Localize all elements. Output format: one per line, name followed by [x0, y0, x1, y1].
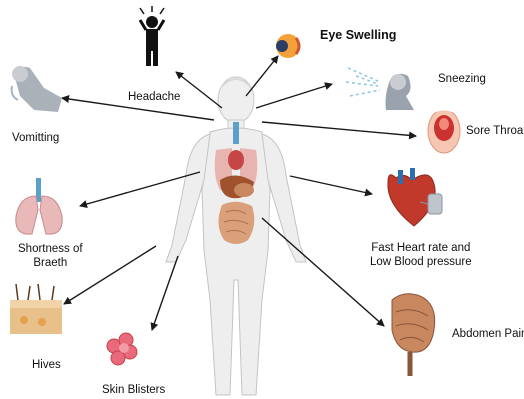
- heart-icon: [388, 168, 442, 226]
- lungs-icon: [16, 178, 62, 234]
- headache-person-icon: [140, 6, 164, 66]
- blisters-icon: [107, 333, 137, 365]
- headache-label: Headache: [128, 90, 180, 104]
- sore-throat-label: Sore Throat: [466, 124, 524, 138]
- hives-label: Hives: [32, 358, 61, 372]
- abdomen-pain-label: Abdomen Pain: [452, 327, 524, 341]
- eye-icon: [276, 34, 300, 58]
- shortness-line-2: Braeth: [18, 256, 83, 270]
- vomitting-label: Vomitting: [12, 131, 59, 145]
- skin-layers-icon: [10, 284, 62, 334]
- fast-heart-line-2: Low Blood pressure: [370, 255, 472, 269]
- arrow-headache: [176, 72, 222, 108]
- arrow-sore-throat: [262, 122, 416, 136]
- fast-heart-rate-label: Fast Heart rate and Low Blood pressure: [370, 241, 472, 269]
- arrow-eye-swelling: [246, 56, 278, 96]
- fast-heart-line-1: Fast Heart rate and: [370, 241, 472, 255]
- sneezing-label: Sneezing: [438, 72, 486, 86]
- skin-blisters-label: Skin Blisters: [102, 383, 165, 397]
- arrow-abdomen-pain: [262, 218, 384, 326]
- eye-swelling-label: Eye Swelling: [320, 28, 396, 42]
- shortness-of-breath-label: Shortness of Braeth: [18, 242, 83, 270]
- vomiting-person-icon: [12, 66, 62, 112]
- sneezing-person-icon: [346, 68, 414, 110]
- arrow-fast-heart: [290, 176, 372, 194]
- shortness-line-1: Shortness of: [18, 242, 83, 256]
- throat-icon: [428, 109, 460, 153]
- arrow-sneezing: [256, 84, 332, 108]
- intestine-icon: [392, 294, 435, 376]
- arrow-skin-blisters: [152, 256, 178, 330]
